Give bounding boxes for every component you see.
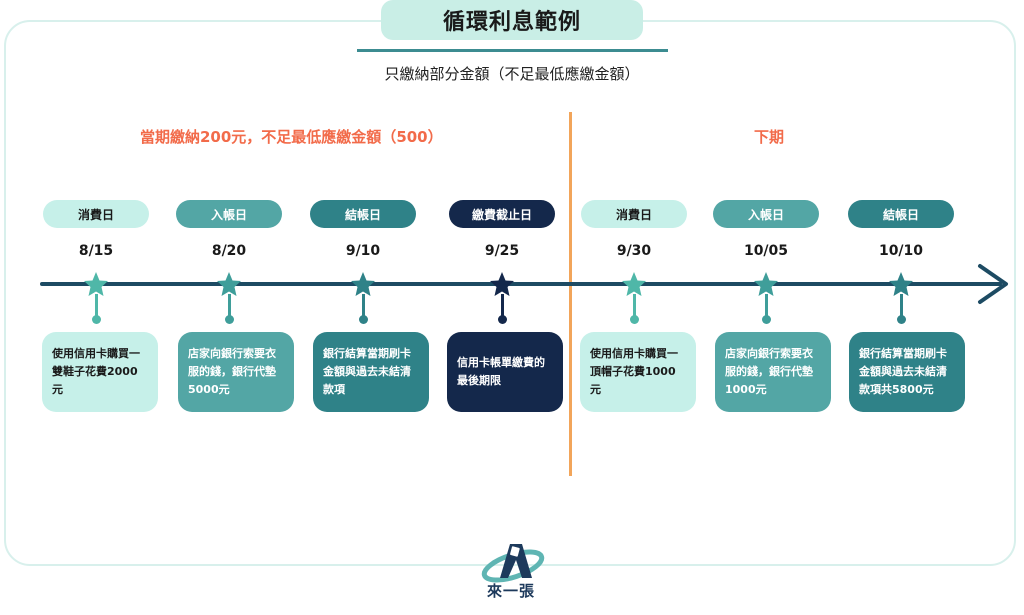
event-connector	[899, 294, 903, 320]
event-connector	[500, 294, 504, 320]
timeline-star-icon	[889, 272, 913, 296]
event-pill: 入帳日	[176, 200, 282, 228]
section-label-current: 當期繳納200元，不足最低應繳金額（500）	[140, 128, 443, 146]
event-description: 使用信用卡購買一頂帽子花費1000元	[580, 332, 696, 412]
timeline-star-icon	[84, 272, 108, 296]
event-connector-dot	[896, 315, 906, 324]
event-pill: 消費日	[43, 200, 149, 228]
page-subtitle: 只繳納部分金額（不足最低應繳金額）	[384, 65, 640, 83]
event-connector-dot	[629, 315, 639, 324]
period-divider	[569, 112, 572, 476]
timeline-arrow-icon	[978, 264, 1008, 304]
timeline-star-icon	[622, 272, 646, 296]
timeline-star-icon	[217, 272, 241, 296]
event-pill: 結帳日	[848, 200, 954, 228]
event-pill: 結帳日	[310, 200, 416, 228]
event-pill: 繳費截止日	[449, 200, 555, 228]
event-connector-dot	[358, 315, 368, 324]
page-title: 循環利息範例	[381, 0, 643, 40]
event-description: 店家向銀行索要衣服的錢，銀行代墊5000元	[178, 332, 294, 412]
timeline-star-icon	[754, 272, 778, 296]
event-connector	[361, 294, 365, 320]
event-connector-dot	[761, 315, 771, 324]
timeline-star-icon	[351, 272, 375, 296]
event-description: 使用信用卡購買一雙鞋子花費2000元	[42, 332, 158, 412]
event-pill: 消費日	[581, 200, 687, 228]
event-date: 9/10	[345, 243, 381, 259]
section-label-next: 下期	[754, 128, 785, 146]
timeline-axis	[40, 282, 1002, 286]
event-connector	[94, 294, 98, 320]
event-connector-dot	[91, 315, 101, 324]
event-connector	[632, 294, 636, 320]
event-date: 8/15	[78, 243, 114, 259]
event-connector	[227, 294, 231, 320]
event-date: 9/30	[616, 243, 652, 259]
brand-logo-icon	[481, 544, 545, 583]
event-date: 10/05	[743, 243, 789, 259]
event-description: 店家向銀行索要衣服的錢，銀行代墊1000元	[715, 332, 831, 412]
event-description: 信用卡帳單繳費的最後期限	[447, 332, 563, 412]
event-connector	[764, 294, 768, 320]
title-underline	[357, 49, 668, 52]
event-pill: 入帳日	[713, 200, 819, 228]
event-description: 銀行結算當期刷卡金額與過去未結清款項	[313, 332, 429, 412]
timeline-star-icon	[490, 272, 514, 296]
event-connector-dot	[224, 315, 234, 324]
event-connector-dot	[497, 315, 507, 324]
event-description: 銀行結算當期刷卡金額與過去未結清款項共5800元	[849, 332, 965, 412]
event-date: 10/10	[878, 243, 924, 259]
event-date: 8/20	[211, 243, 247, 259]
event-date: 9/25	[484, 243, 520, 259]
brand-logo-text: 來一張	[486, 582, 535, 600]
